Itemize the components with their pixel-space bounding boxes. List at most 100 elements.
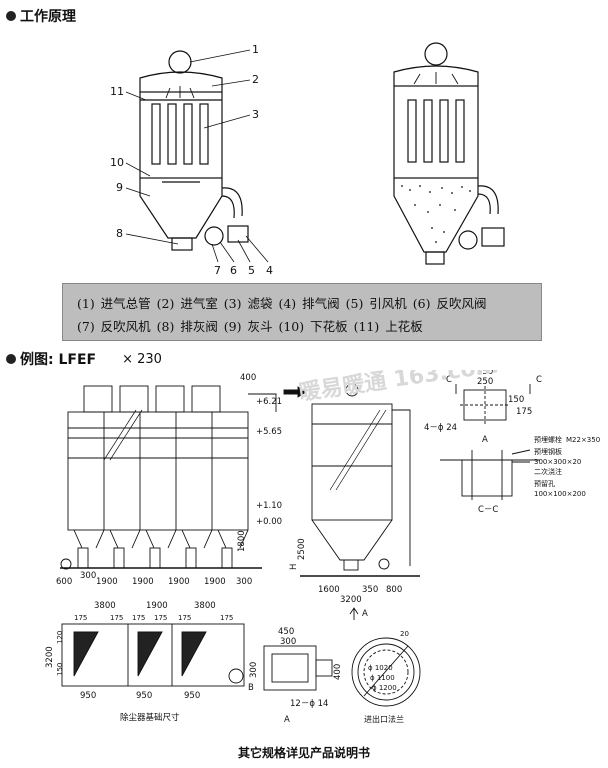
plan-top-3: 3800 — [194, 601, 216, 611]
tr-c-right: C — [536, 375, 542, 385]
side-800: 800 — [386, 585, 402, 595]
dim-1800: 1800 — [237, 530, 247, 552]
legend-row-1: (1) 进气总管 (2) 进气室 (3) 滤袋 (4) 排气阀 (5) 引风机 … — [77, 296, 487, 311]
engineering-drawing: 400 +6.21 +5.65 +1.10 +0.00 1800 600 300… — [45, 370, 600, 725]
foundation-plan — [61, 623, 245, 687]
callout-2: 2 — [252, 73, 259, 86]
cc-label-5: 预留孔 — [534, 479, 555, 488]
foundation-plan-labels: 3800 1900 3800 175 175 175 175 175 175 3… — [45, 601, 254, 723]
legend-row-2: (7) 反吹风机 (8) 排灰阀 (9) 灰斗 (10) 下花板 (11) 上花… — [77, 319, 423, 334]
dim-bottom-6: 1900 — [204, 577, 226, 587]
dim-bottom-4: 1900 — [132, 577, 154, 587]
tr-250: 250 — [477, 377, 493, 387]
tr-150: 150 — [508, 395, 524, 405]
anchor-plan-detail — [455, 384, 531, 424]
tr-a: A — [482, 435, 488, 445]
section-title: 工作原理 — [20, 9, 76, 25]
inlet-a-detail — [263, 645, 333, 691]
side-3200: 3200 — [340, 595, 362, 605]
plan-sub-5: 175 — [178, 614, 191, 622]
a-holes: 12－ϕ 14 — [290, 699, 328, 709]
callout-6: 6 — [230, 264, 237, 277]
tr-c-left: C — [446, 375, 452, 385]
section-heading-principle: 工作原理 — [6, 6, 76, 26]
callout-5: 5 — [248, 264, 255, 277]
callout-8: 8 — [116, 227, 123, 240]
plan-sub-6: 175 — [220, 614, 233, 622]
cc-title: C－C — [478, 505, 498, 515]
cc-label-3: 300×300×20 — [534, 458, 581, 466]
flange-d1: ϕ 1020 — [368, 664, 393, 672]
side-elevation — [300, 383, 420, 620]
a-h400: 400 — [333, 664, 343, 680]
dim-bottom-2: 300 — [80, 571, 96, 581]
tr-holes: 4－ϕ 24 — [424, 423, 457, 433]
cc-section — [440, 449, 540, 500]
elev-2: +5.65 — [256, 427, 282, 437]
callout-1: 1 — [252, 43, 259, 56]
tr-175: 175 — [516, 407, 532, 417]
callout-11: 11 — [110, 85, 124, 98]
anchor-plan-labels: 350 250 150 175 C C 4－ϕ 24 A — [424, 370, 542, 445]
section-title-example: 例图: LFEF — [20, 352, 97, 368]
callout-10: 10 — [110, 156, 124, 169]
a-300: 300 — [280, 637, 296, 647]
side-label-a: A — [362, 609, 368, 619]
plan-top-1: 3800 — [94, 601, 116, 611]
dim-400: 400 — [240, 373, 256, 383]
callout-9: 9 — [116, 181, 123, 194]
dim-bottom-7: 300 — [236, 577, 252, 587]
flange-20: 20 — [400, 630, 409, 638]
plan-sub-1: 175 — [74, 614, 87, 622]
tr-350: 350 — [477, 370, 493, 377]
side-2500: 2500 — [297, 538, 307, 560]
bullet-icon — [6, 11, 16, 21]
plan-label-b: B — [248, 683, 254, 693]
plan-3200: 3200 — [45, 646, 55, 668]
cc-label-1: 预埋螺栓 — [534, 435, 562, 444]
left-dust-collector — [139, 50, 249, 251]
plan-sub-2: 175 — [110, 614, 123, 622]
footer-note: 其它规格详见产品说明书 — [237, 746, 370, 760]
a-h300: 300 — [249, 662, 259, 678]
plan-bottom-1: 950 — [80, 691, 96, 701]
right-dust-collector — [393, 42, 505, 265]
cc-label-6: 100×100×200 — [534, 490, 586, 498]
dust-particles — [401, 185, 471, 243]
cc-bolt: M22×350 — [566, 436, 600, 444]
component-legend: (1) 进气总管 (2) 进气室 (3) 滤袋 (4) 排气阀 (5) 引风机 … — [62, 283, 542, 341]
callout-4: 4 — [266, 264, 273, 277]
flange-labels: 20 ϕ 1020 ϕ 1100 ϕ 1200 进出口法兰 — [364, 630, 409, 724]
a-title: A — [284, 715, 290, 725]
principle-diagram: 1 2 3 4 5 6 7 8 9 10 11 — [110, 42, 505, 277]
callout-3: 3 — [252, 108, 259, 121]
inlet-a-labels: 450 300 300 400 12－ϕ 14 A — [249, 627, 343, 725]
dim-bottom-1: 600 — [56, 577, 72, 587]
side-elevation-labels: H 2500 1600 350 800 3200 A — [289, 538, 402, 619]
front-elevation — [60, 385, 307, 570]
flange-detail — [351, 637, 421, 707]
plan-top-2: 1900 — [146, 601, 168, 611]
elev-3: +1.10 — [256, 501, 282, 511]
plan-120: 120 — [56, 631, 64, 644]
flange-d3: ϕ 1200 — [372, 684, 397, 692]
flange-d2: ϕ 1100 — [370, 674, 395, 682]
dim-bottom-3: 1900 — [96, 577, 118, 587]
bullet-icon — [6, 354, 16, 364]
plan-bottom-2: 950 — [136, 691, 152, 701]
section-heading-example: 例图: LFEF × 230 — [6, 349, 162, 369]
callout-7: 7 — [214, 264, 221, 277]
dim-bottom-5: 1900 — [168, 577, 190, 587]
callout-leaders — [125, 49, 269, 263]
a-450: 450 — [278, 627, 294, 637]
flange-caption: 进出口法兰 — [364, 714, 404, 724]
watermark: 暖易暖通 163.com — [297, 370, 500, 406]
model-suffix: × 230 — [122, 351, 162, 367]
cc-section-labels: 预埋螺栓 M22×350 预埋钢板 300×300×20 二次浇注 预留孔 10… — [478, 435, 600, 515]
cc-label-2: 预埋钢板 — [534, 447, 562, 456]
elev-top: +6.21 — [256, 397, 282, 407]
side-350: 350 — [362, 585, 378, 595]
plan-150: 150 — [56, 663, 64, 676]
front-elevation-labels: 400 +6.21 +5.65 +1.10 +0.00 1800 600 300… — [56, 373, 282, 587]
elev-4: +0.00 — [256, 517, 282, 527]
